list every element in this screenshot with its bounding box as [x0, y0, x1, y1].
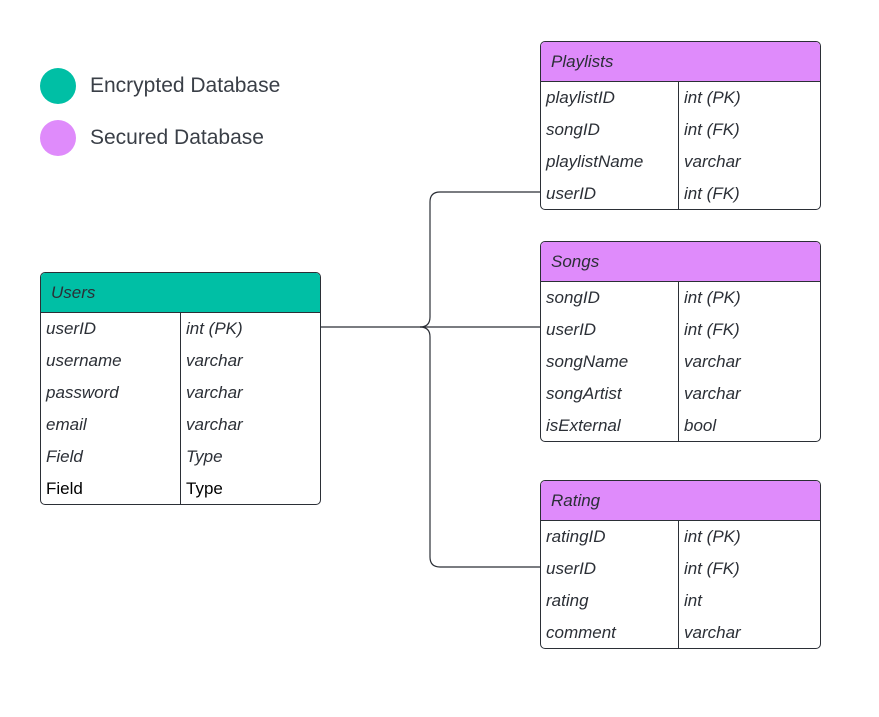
songs-field-type: int (FK)	[684, 320, 740, 339]
legend-label-secured: Secured Database	[90, 126, 264, 149]
playlists-connector	[419, 191, 540, 328]
playlists-row: playlistName varchar	[541, 146, 820, 178]
songs-row: songID int (PK)	[541, 282, 820, 314]
users-field-name: password	[41, 377, 181, 409]
playlists-field-type: int (PK)	[684, 88, 741, 107]
rating-field-name: rating	[541, 585, 679, 617]
songs-field-name: songArtist	[541, 378, 679, 410]
rating-table-title: Rating	[551, 490, 601, 510]
songs-field-type: varchar	[684, 352, 741, 371]
users-field-name: email	[41, 409, 181, 441]
users-table-title: Users	[51, 282, 96, 302]
playlists-field-name: userID	[541, 178, 679, 209]
users-row: password varchar	[41, 377, 320, 409]
rating-table-header: Rating	[541, 481, 820, 521]
users-field-type: varchar	[186, 351, 243, 370]
songs-table-title: Songs	[551, 251, 600, 271]
users-field-type: Type	[186, 447, 223, 466]
playlists-field-type: int (FK)	[684, 184, 740, 203]
users-field-name: Field	[41, 441, 181, 473]
users-row: Field Type	[41, 473, 320, 504]
rating-row: rating int	[541, 585, 820, 617]
songs-row: isExternal bool	[541, 410, 820, 441]
rating-field-name: ratingID	[541, 521, 679, 553]
rating-field-type: int (FK)	[684, 559, 740, 578]
songs-field-name: songName	[541, 346, 679, 378]
songs-row: songArtist varchar	[541, 378, 820, 410]
playlists-table[interactable]: Playlists playlistID int (PK) songID int (F…	[540, 41, 821, 210]
rating-field-type: int	[684, 591, 702, 610]
encrypted-dot	[40, 68, 76, 104]
songs-table[interactable]: Songs songID int (PK) userID int (FK) songNa…	[540, 241, 821, 442]
users-field-type: varchar	[186, 383, 243, 402]
users-field-type: varchar	[186, 415, 243, 434]
rating-row: userID int (FK)	[541, 553, 820, 585]
rating-row: comment varchar	[541, 617, 820, 648]
songs-field-name: songID	[541, 282, 679, 314]
rating-row: ratingID int (PK)	[541, 521, 820, 553]
legend-encrypted: Encrypted Database	[40, 68, 280, 104]
rating-field-type: varchar	[684, 623, 741, 642]
legend-secured: Secured Database	[40, 120, 264, 156]
playlists-field-name: songID	[541, 114, 679, 146]
users-field-type: int (PK)	[186, 319, 243, 338]
legend-label-encrypted: Encrypted Database	[90, 74, 281, 97]
users-table-rows: userID int (PK) username varchar password var…	[41, 313, 320, 504]
playlists-field-type: varchar	[684, 152, 741, 171]
users-row: userID int (PK)	[41, 313, 320, 345]
users-row: email varchar	[41, 409, 320, 441]
users-field-name: Field	[41, 473, 181, 504]
playlists-field-name: playlistName	[541, 146, 679, 178]
songs-field-type: varchar	[684, 384, 741, 403]
playlists-row: songID int (FK)	[541, 114, 820, 146]
playlists-row: userID int (FK)	[541, 178, 820, 209]
rating-field-name: comment	[541, 617, 679, 648]
songs-field-type: bool	[684, 416, 717, 435]
users-table-header: Users	[41, 273, 320, 313]
songs-field-type: int (PK)	[684, 288, 741, 307]
songs-field-name: isExternal	[541, 410, 679, 441]
secured-dot	[40, 120, 76, 156]
users-field-name: username	[41, 345, 181, 377]
rating-field-type: int (PK)	[684, 527, 741, 546]
playlists-row: playlistID int (PK)	[541, 82, 820, 114]
songs-row: songName varchar	[541, 346, 820, 378]
rating-connector	[419, 326, 540, 568]
playlists-table-title: Playlists	[551, 51, 614, 71]
rating-field-name: userID	[541, 553, 679, 585]
users-row: Field Type	[41, 441, 320, 473]
songs-table-rows: songID int (PK) userID int (FK) songName varc…	[541, 282, 820, 441]
songs-field-name: userID	[541, 314, 679, 346]
songs-row: userID int (FK)	[541, 314, 820, 346]
songs-table-header: Songs	[541, 242, 820, 282]
users-row: username varchar	[41, 345, 320, 377]
playlists-table-header: Playlists	[541, 42, 820, 82]
users-field-name: userID	[41, 313, 181, 345]
playlists-field-name: playlistID	[541, 82, 679, 114]
playlists-field-type: int (FK)	[684, 120, 740, 139]
playlists-table-rows: playlistID int (PK) songID int (FK) playlist…	[541, 82, 820, 209]
users-field-type: Type	[186, 479, 223, 498]
rating-table[interactable]: Rating ratingID int (PK) userID int (FK) rat…	[540, 480, 821, 649]
